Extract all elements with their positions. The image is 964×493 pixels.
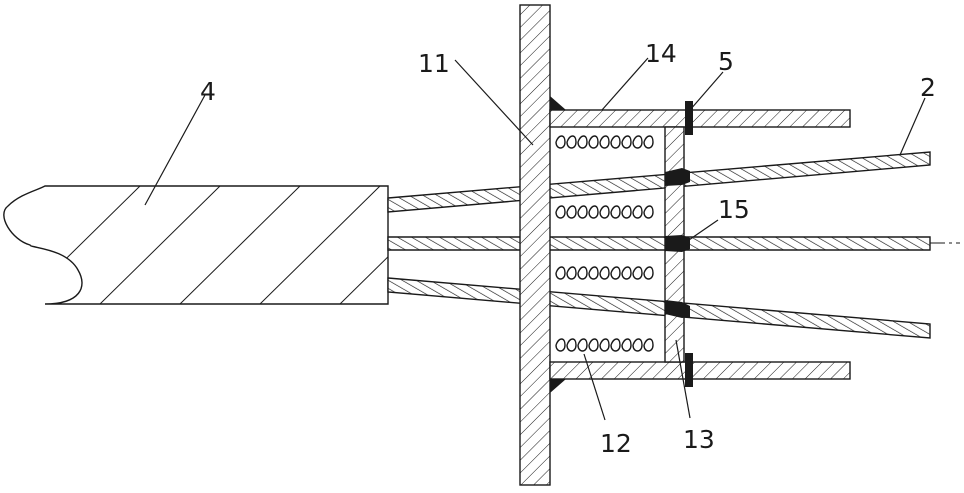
label-part-4: 4 xyxy=(200,77,216,106)
label-part-14: 14 xyxy=(645,39,677,68)
top-plate-part-14 xyxy=(550,110,850,127)
label-part-11: 11 xyxy=(418,49,450,78)
spring-1 xyxy=(556,136,653,148)
label-part-15: 15 xyxy=(718,195,750,224)
weld-bottom xyxy=(550,379,566,393)
label-part-2: 2 xyxy=(920,73,936,102)
spring-part-12 xyxy=(556,339,653,351)
cable-lower xyxy=(388,278,930,338)
label-part-5: 5 xyxy=(718,47,734,76)
bolt-bottom xyxy=(685,353,693,387)
label-part-13: 13 xyxy=(683,425,715,454)
bolt-part-5-top xyxy=(685,101,693,135)
plate-part-11 xyxy=(520,5,550,485)
label-part-12: 12 xyxy=(600,429,632,458)
spring-3 xyxy=(556,267,653,279)
cable-middle xyxy=(388,237,930,250)
weld-top xyxy=(550,96,566,110)
cable-upper xyxy=(388,152,930,212)
spring-2 xyxy=(556,206,653,218)
anchor-wedge-middle xyxy=(665,235,690,252)
bottom-plate xyxy=(550,362,850,379)
